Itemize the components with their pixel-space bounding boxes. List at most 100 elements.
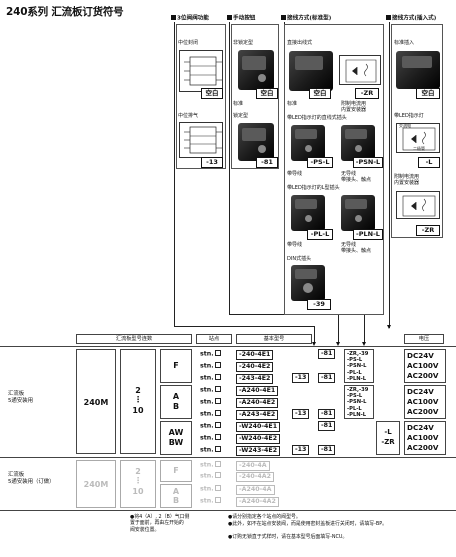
voltage-dc24: DC24V: [407, 423, 434, 432]
exhaust-center-symbol: [179, 122, 223, 158]
wiring-plugin-panel: 标准插入 空白 带LED指示灯 交流电 二极管 -L 附制电流用 内置安装器 -…: [391, 24, 443, 238]
locking-label: 锁定型: [233, 113, 249, 119]
plugin-l-code: -L: [418, 157, 440, 168]
voltage-block: DC24V AC100V AC200V: [404, 421, 446, 455]
station-field: stn.: [200, 386, 221, 395]
option-13: -13: [292, 409, 310, 419]
voltage-ac200: AC200V: [407, 371, 439, 380]
count-max: 10: [132, 487, 144, 496]
guide-line: [229, 314, 338, 315]
basic-model-code: -243-4E2: [236, 374, 274, 384]
station-field: stn.: [200, 497, 221, 506]
arrow-down-icon: [387, 325, 391, 329]
plugin-surge-label: 附制电流用 内置安装器: [394, 174, 420, 186]
header-voltage: 电压: [404, 334, 444, 344]
basic-model-code: -W243-4E2: [236, 446, 281, 456]
checkbox-icon: [214, 410, 221, 416]
option-81: -81: [318, 445, 336, 455]
checkbox-icon: [214, 461, 221, 467]
locking-valve-image: [238, 123, 274, 161]
square-bullet-icon: [227, 15, 232, 20]
station-field: stn.: [200, 485, 221, 494]
checkbox-icon: [214, 497, 221, 503]
station-count-block-custom: 2 ⋮ 10: [120, 460, 156, 508]
station-field: stn.: [200, 362, 221, 371]
table-divider: [0, 510, 456, 511]
station-prefix: stn.: [200, 350, 214, 358]
basic-model-code: -W240-4E2: [236, 434, 281, 444]
direct-wire-label: 直接出线式: [287, 40, 313, 46]
group-ab: A B: [160, 385, 192, 419]
station-field: stn.: [200, 398, 221, 407]
plugin-led-label: 带LED指示灯: [394, 113, 424, 119]
basic-model-code: -A240-4E1: [236, 386, 279, 396]
checkbox-icon: [214, 485, 221, 491]
checkbox-icon: [214, 374, 221, 380]
exhaust-center-code: -13: [201, 157, 223, 168]
pl-l-valve-image: [291, 195, 325, 231]
valve-symbol-icon: [184, 126, 222, 154]
guide-line: [338, 314, 339, 344]
plugin-standard-label: 标准插入: [394, 40, 415, 46]
din-plug-label: DIN式插头: [287, 256, 312, 262]
checkbox-icon: [214, 386, 221, 392]
voltage-ac200: AC200V: [407, 443, 439, 452]
header-manifold-stations: 汇流板型号连数: [76, 334, 192, 344]
table-divider: [0, 457, 456, 458]
basic-model-code: -A240-4A2: [236, 497, 279, 507]
surge-circuit-symbol: [339, 55, 381, 85]
option-81: -81: [318, 349, 336, 359]
header-manual: 手动按钮: [227, 15, 255, 23]
group-f-custom: F: [160, 460, 192, 482]
guide-line: [364, 302, 365, 344]
header-wiring-plugin: 接线方式(插入式): [386, 15, 436, 23]
note-right-1: ●请分别指定各个站点的阀型号。: [228, 514, 301, 520]
voltage-block: DC24V AC100V AC200V: [404, 385, 446, 419]
wiring-standard-panel: 直接出线式 空白 -ZR 标准 附制电流用 内置安装器 带LED指示灯的直线式插…: [284, 24, 384, 315]
voltage-dc24: DC24V: [407, 387, 434, 396]
note-right-3: ●订购无锁直于式样时，请在基本型号后面填写-NCU。: [228, 534, 348, 540]
station-prefix: stn.: [200, 446, 214, 454]
table-divider: [0, 346, 456, 347]
non-locking-code: 空白: [256, 88, 278, 99]
header-station: 站点: [196, 334, 232, 344]
checkbox-icon: [214, 362, 221, 368]
checkbox-icon: [214, 422, 221, 428]
exhaust-center-label: 中位排气: [178, 113, 199, 119]
direct-wire-code: 空白: [309, 88, 331, 99]
station-count-block: 2 ⋮ 10: [120, 349, 156, 454]
group-f: F: [160, 349, 192, 383]
count-min: 2: [135, 386, 141, 395]
closed-center-label: 中位封闭: [178, 40, 199, 46]
no-lead-label: 无导线 带接头、触点: [341, 171, 372, 183]
non-locking-label: 非锁定型: [233, 40, 254, 46]
with-lead-label: 带导线: [287, 171, 303, 177]
station-field: stn.: [200, 422, 221, 431]
checkbox-icon: [214, 446, 221, 452]
voltage-block: DC24V AC100V AC200V: [404, 349, 446, 383]
circuit-icon: [402, 127, 436, 151]
pl-l-code: -PL-L: [307, 229, 333, 240]
guide-line: [314, 326, 315, 344]
manifold-custom-row-label: 汇流板 5通安装用（订做）: [8, 472, 55, 485]
option-81: -81: [318, 421, 336, 431]
non-locking-valve-image: [238, 50, 274, 90]
guide-line: [229, 22, 230, 314]
count-dots: ⋮: [134, 395, 142, 404]
closed-center-symbol: [179, 50, 223, 92]
din-code: -39: [307, 299, 331, 310]
station-field: stn.: [200, 350, 221, 359]
diode-label: 二极管: [413, 146, 425, 151]
note-right-2: ●此外，如不在站点安装阀，而是使用密封盖板进行关闭时，请填写-BP。: [228, 521, 388, 527]
station-field: stn.: [200, 461, 221, 470]
station-prefix: stn.: [200, 485, 214, 493]
voltage-ac100: AC100V: [407, 433, 439, 442]
circuit-icon: [402, 195, 436, 217]
arrow-down-icon: [312, 342, 316, 346]
wiring-options-list: -ZR,-39 -PS-L -PSN-L -PL-L -PLN-L: [344, 349, 374, 383]
psn-l-code: -PSN-L: [353, 157, 383, 168]
voltage-ac100: AC100V: [407, 397, 439, 406]
model-240m-custom: 240M: [76, 460, 116, 508]
basic-model-code: -240-4A: [236, 461, 270, 471]
checkbox-icon: [214, 434, 221, 440]
